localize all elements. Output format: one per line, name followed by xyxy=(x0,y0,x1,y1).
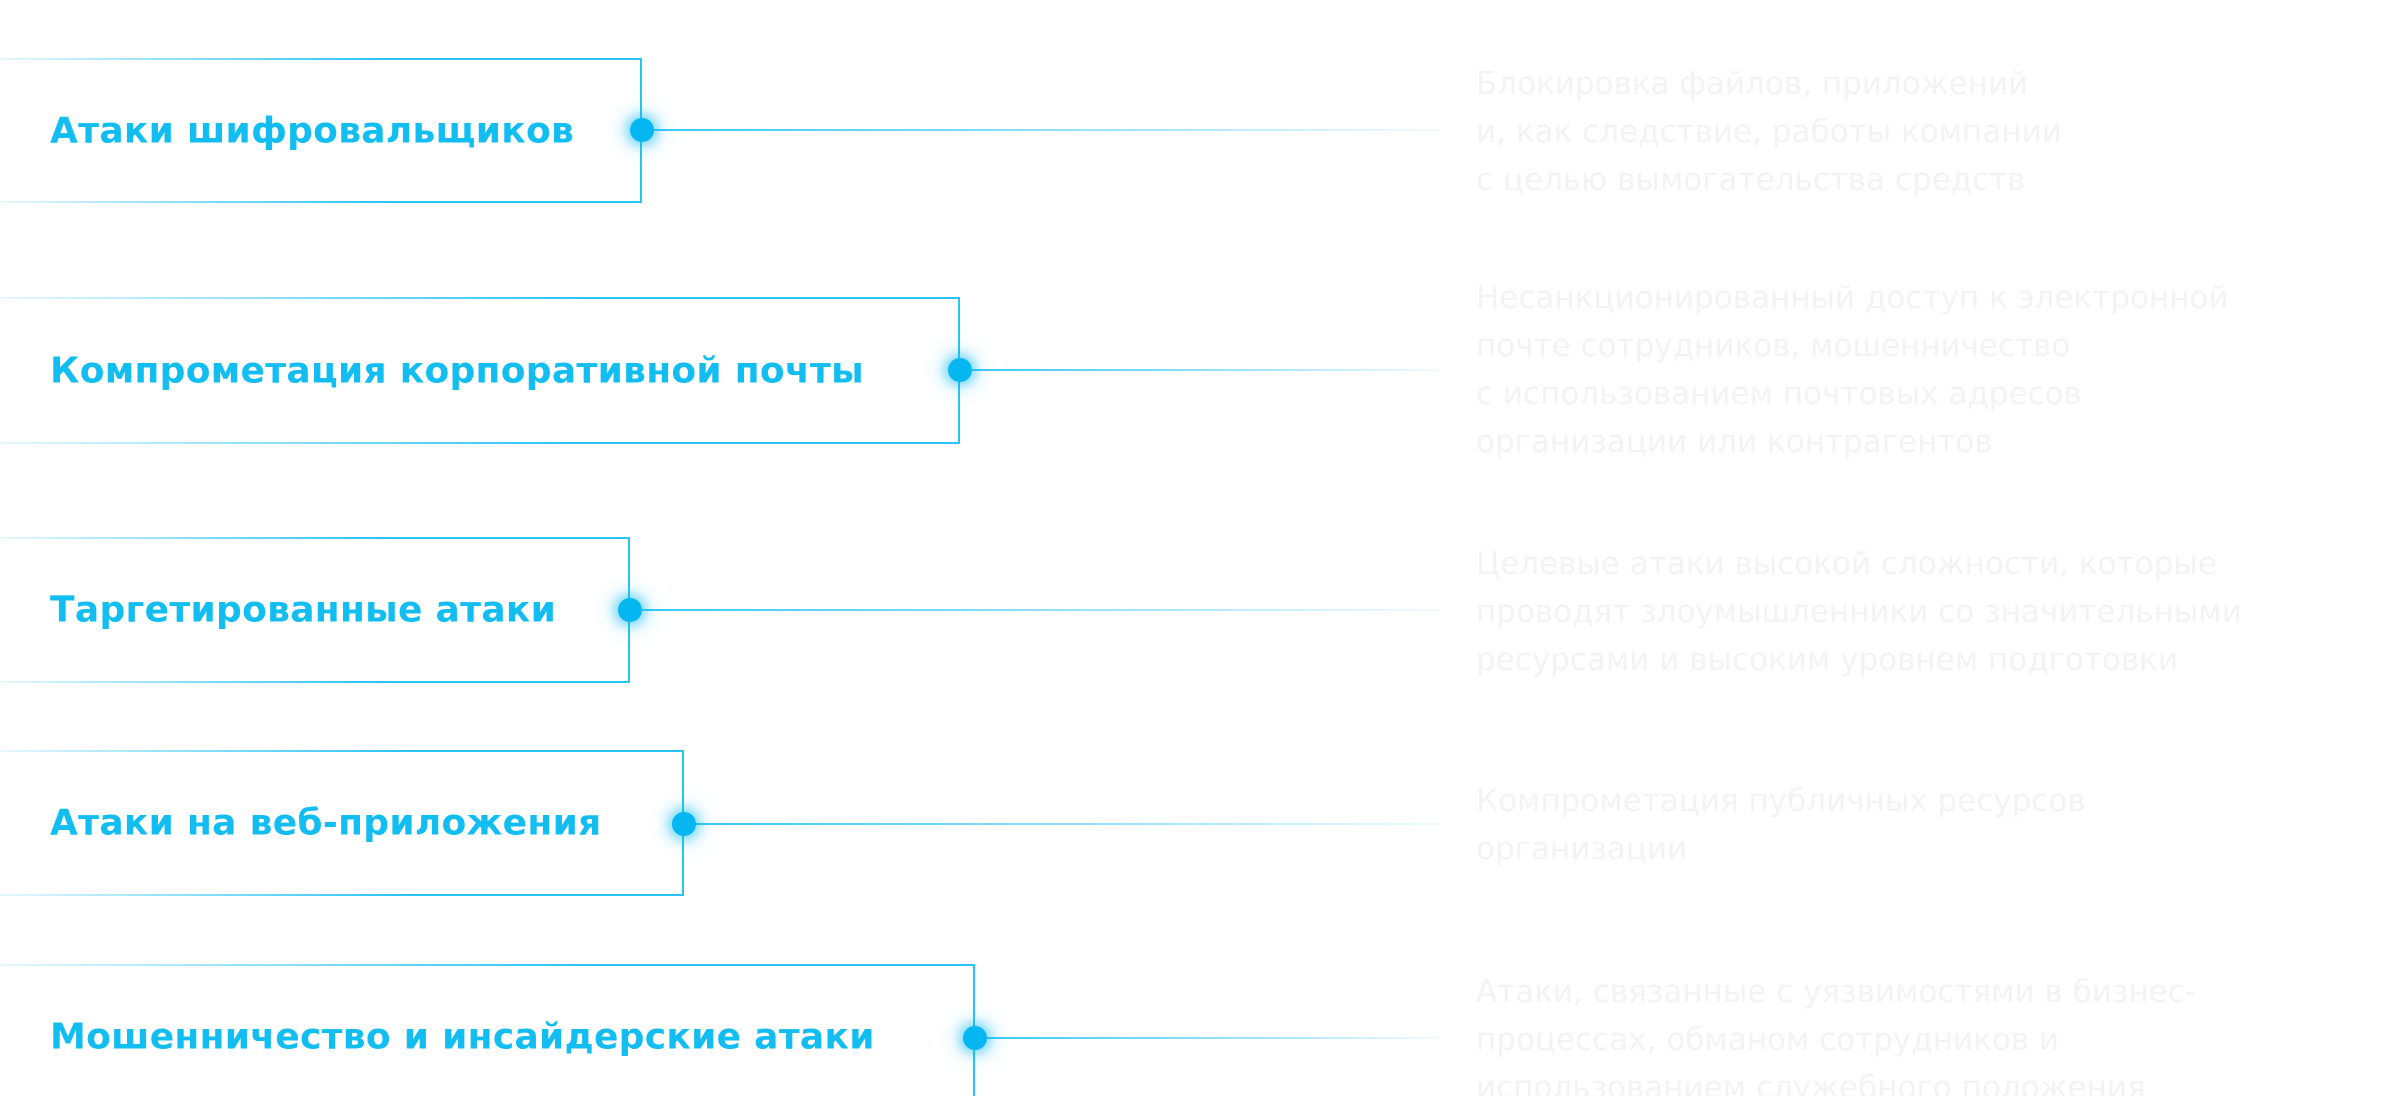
attack-label-box: Атаки на веб-приложения xyxy=(0,750,684,896)
attack-title: Компрометация корпоративной почты xyxy=(50,350,864,391)
attack-row-ransomware: Атаки шифровальщиков xyxy=(0,58,2400,203)
attack-description: Блокировка файлов, приложений и, как сле… xyxy=(1476,60,2376,204)
attack-title: Таргетированные атаки xyxy=(50,589,557,631)
connector-dot xyxy=(948,358,972,382)
attack-title: Атаки шифровальщиков xyxy=(50,110,575,151)
description-line: с использованием почтовых адресов xyxy=(1476,376,2082,412)
description-line: Блокировка файлов, приложений xyxy=(1476,66,2029,102)
attack-description: Атаки, связанные с уязвимостями в бизнес… xyxy=(1476,968,2376,1096)
connector-dot xyxy=(672,812,696,836)
attack-title: Атаки на веб-приложения xyxy=(50,802,602,844)
description-line: и, как следствие, работы компании xyxy=(1476,114,2062,150)
attack-description: Компрометация публичных ресурсов организ… xyxy=(1476,777,2376,873)
description-line: процессах, обманом сотрудников и xyxy=(1476,1022,2060,1058)
description-line: организации или контрагентов xyxy=(1476,424,1993,460)
attack-row-fraud-insider: Мошенничество и инсайдерские атаки xyxy=(0,964,2400,1096)
attack-row-bec: Компрометация корпоративной почты xyxy=(0,297,2400,444)
attack-label-box: Атаки шифровальщиков xyxy=(0,58,642,203)
attack-label-box: Таргетированные атаки xyxy=(0,537,630,683)
description-line: ресурсами и высоким уровнем подготовки xyxy=(1476,642,2179,678)
attack-label-box: Компрометация корпоративной почты xyxy=(0,297,960,444)
connector-line xyxy=(975,1037,1440,1039)
attack-row-targeted: Таргетированные атаки xyxy=(0,537,2400,683)
description-line: использованием служебного положения xyxy=(1476,1070,2146,1096)
attack-row-webapp: Атаки на веб-приложения xyxy=(0,750,2400,896)
attack-description: Целевые атаки высокой сложности, которые… xyxy=(1476,540,2376,684)
description-line: с целью вымогательства средств xyxy=(1476,162,2026,198)
connector-dot xyxy=(618,598,642,622)
connector-dot xyxy=(963,1026,987,1050)
description-line: организации xyxy=(1476,831,1688,867)
description-line: Компрометация публичных ресурсов xyxy=(1476,783,2086,819)
attack-title: Мошенничество и инсайдерские атаки xyxy=(50,1016,875,1058)
connector-line xyxy=(960,369,1440,371)
connector-dot xyxy=(630,118,654,142)
connector-line xyxy=(642,129,1440,131)
description-line: Атаки, связанные с уязвимостями в бизнес… xyxy=(1476,974,2196,1010)
description-line: почте сотрудников, мошенничество xyxy=(1476,328,2071,364)
attack-label-box: Мошенничество и инсайдерские атаки xyxy=(0,964,975,1096)
description-line: проводят злоумышленники со значительными xyxy=(1476,594,2242,630)
connector-line xyxy=(630,609,1440,611)
description-line: Целевые атаки высокой сложности, которые xyxy=(1476,546,2217,582)
attack-description: Несанкционированный доступ к электронной… xyxy=(1476,274,2376,466)
description-line: Несанкционированный доступ к электронной xyxy=(1476,280,2229,316)
connector-line xyxy=(684,823,1440,825)
